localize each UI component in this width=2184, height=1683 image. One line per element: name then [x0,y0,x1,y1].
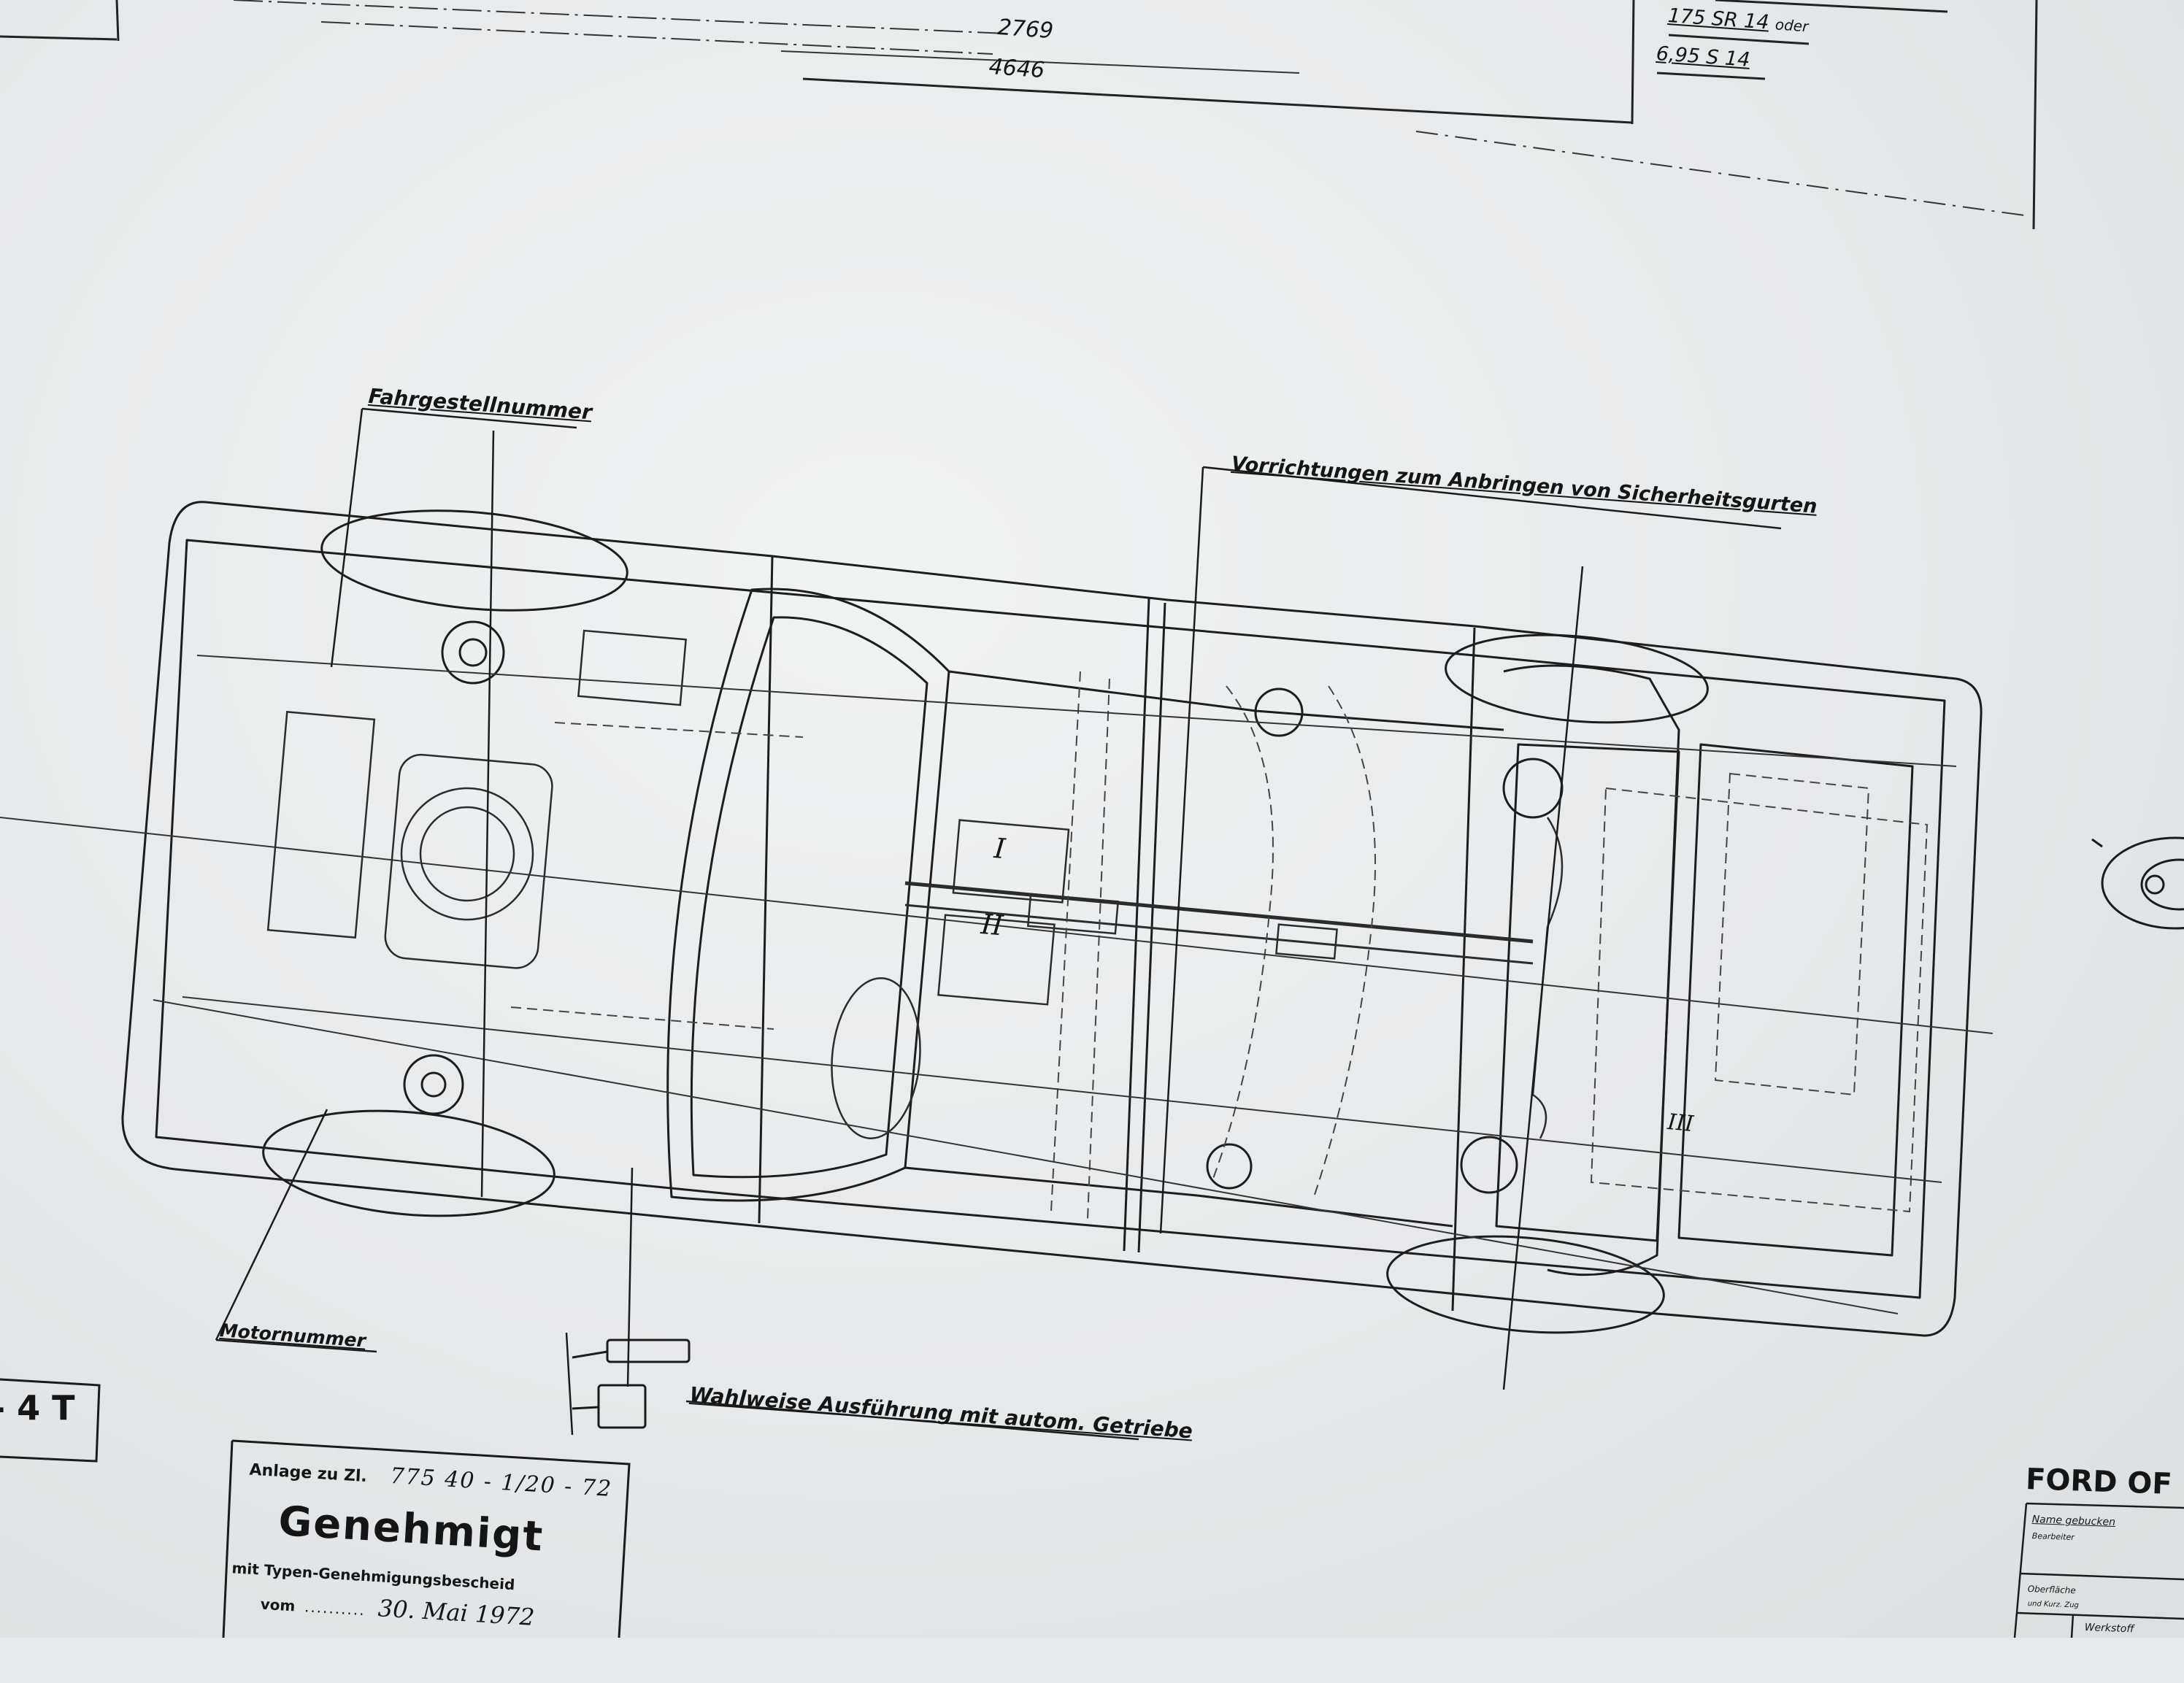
drawing-sheet: 2769 4646 175 SR 14 oder 6,95 S 14 Fahrg… [0,0,2184,1638]
stamp-date-value: 30. Mai 1972 [377,1594,536,1631]
leader-lines [215,407,1782,1441]
stamp-title: Genehmigt [277,1498,545,1561]
wheels [262,509,1709,1334]
stamp-annex-line: Anlage zu Zl. 775 40 - 1/20 - 72 [248,1455,614,1502]
dimension-lines [233,0,2030,217]
seat-marker-rear: II [980,908,1004,942]
approval-stamp: Anlage zu Zl. 775 40 - 1/20 - 72 Genehmi… [219,1441,626,1682]
title-frame-lines [0,0,2038,230]
title-block-row-3: Oberfläche [2027,1584,2077,1596]
seat-marker-third: III [1666,1109,1695,1137]
model-code: - 4 T [0,1388,75,1428]
car-body [121,501,1983,1337]
brake-disc-detail [2091,836,2184,930]
stamp-date-line: vom .......... 30. Mai 1972 [260,1587,535,1631]
company-title: FORD OF [2025,1463,2173,1501]
tire-spec-option-1-suffix: oder [1774,15,1810,36]
stamp-date-dots: .......... [304,1598,366,1620]
stamp-annex-number: 775 40 - 1/20 - 72 [389,1463,614,1502]
title-block-row-5: Werkstoff [2084,1622,2134,1636]
hidden-lines [510,671,1929,1220]
approval-stamp-frame [222,1439,631,1638]
model-code-frame [0,1378,101,1463]
title-block-table [2013,1502,2184,1638]
title-block-row-2: Bearbeiter [2031,1531,2075,1543]
stamp-annex-label: Anlage zu Zl. [248,1460,368,1487]
car-technical-drawing [0,0,2184,1638]
stamp-date-prefix: vom [260,1595,296,1615]
drivetrain [266,629,1564,1139]
overall-length-dimension: 4646 [988,54,1046,84]
automatic-shift-symbols [572,1339,691,1429]
construction-lines [0,655,1993,1314]
wheelbase-dimension: 2769 [996,15,1055,45]
